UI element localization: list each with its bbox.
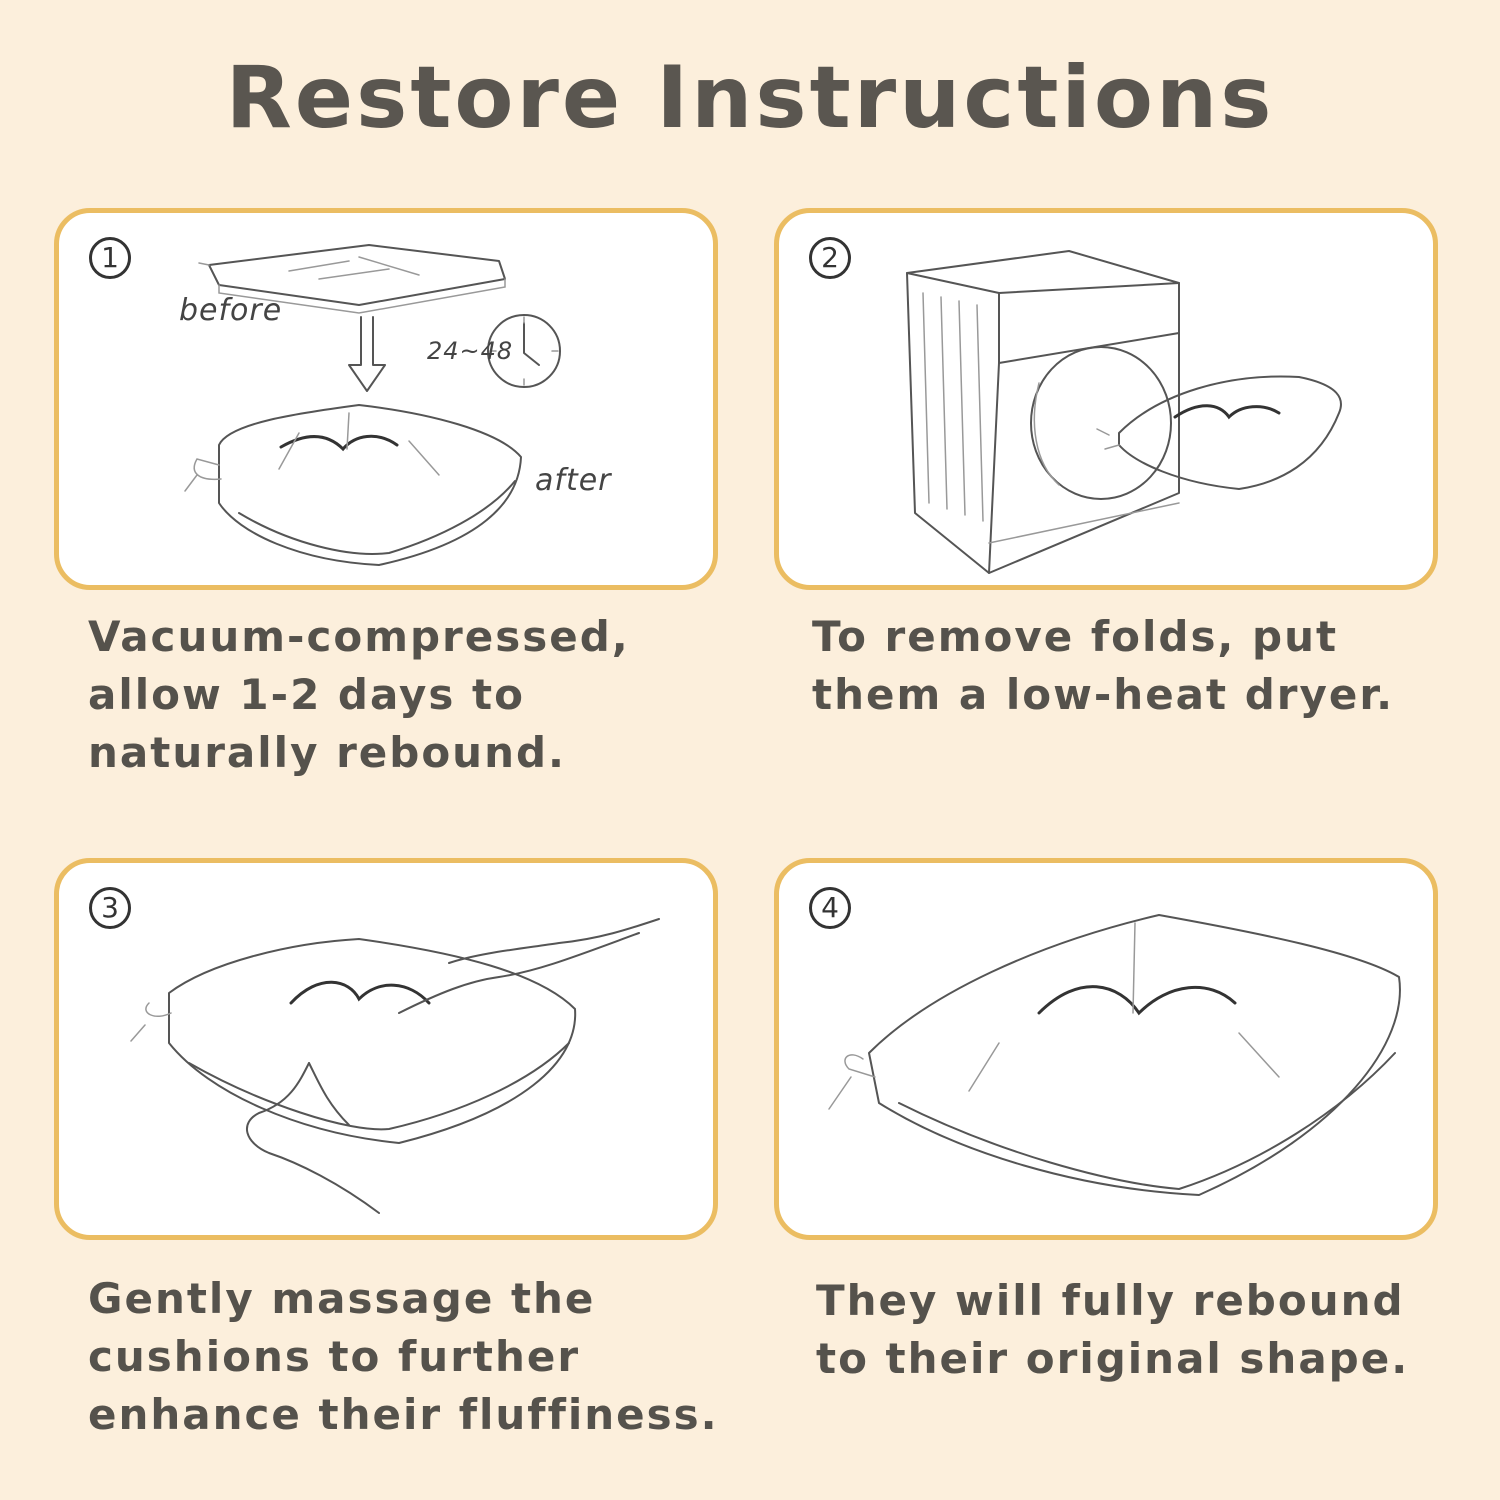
- step-4-panel: 4: [774, 858, 1438, 1240]
- after-label: after: [535, 463, 612, 498]
- before-label: before: [179, 293, 283, 328]
- step-2-caption: To remove folds, put them a low-heat dry…: [812, 612, 1395, 719]
- hands-icon: [246, 918, 660, 1214]
- step-2-panel: 2: [774, 208, 1438, 590]
- time-label: 24~48: [427, 337, 514, 365]
- step-1-illustration: [184, 244, 561, 566]
- step-1-caption: Vacuum-compressed, allow 1-2 days to nat…: [88, 612, 630, 777]
- cushion-icon: [1096, 375, 1342, 490]
- step-4-number: 4: [809, 887, 851, 929]
- step-4-illustration: [828, 914, 1401, 1196]
- step-4-caption: They will fully rebound to their origina…: [816, 1276, 1410, 1383]
- flat-cushion-icon: [198, 244, 506, 314]
- step-1-panel: 1 before 24~48 after: [54, 208, 718, 590]
- step-3-panel: 3: [54, 858, 718, 1240]
- step-3-illustration: [130, 918, 660, 1214]
- clock-icon: [487, 314, 561, 388]
- step-2-illustration: [906, 250, 1342, 574]
- down-arrow-icon: [348, 316, 386, 392]
- puffy-cushion-icon: [184, 404, 522, 566]
- step-3-number: 3: [89, 887, 131, 929]
- dryer-icon: [906, 250, 1180, 574]
- page-title: Restore Instructions: [225, 48, 1275, 148]
- step-2-number: 2: [809, 237, 851, 279]
- step-1-number: 1: [89, 237, 131, 279]
- cushion-icon: [130, 938, 577, 1144]
- step-3-caption: Gently massage the cushions to further e…: [88, 1274, 719, 1439]
- fluffy-cushion-icon: [828, 914, 1401, 1196]
